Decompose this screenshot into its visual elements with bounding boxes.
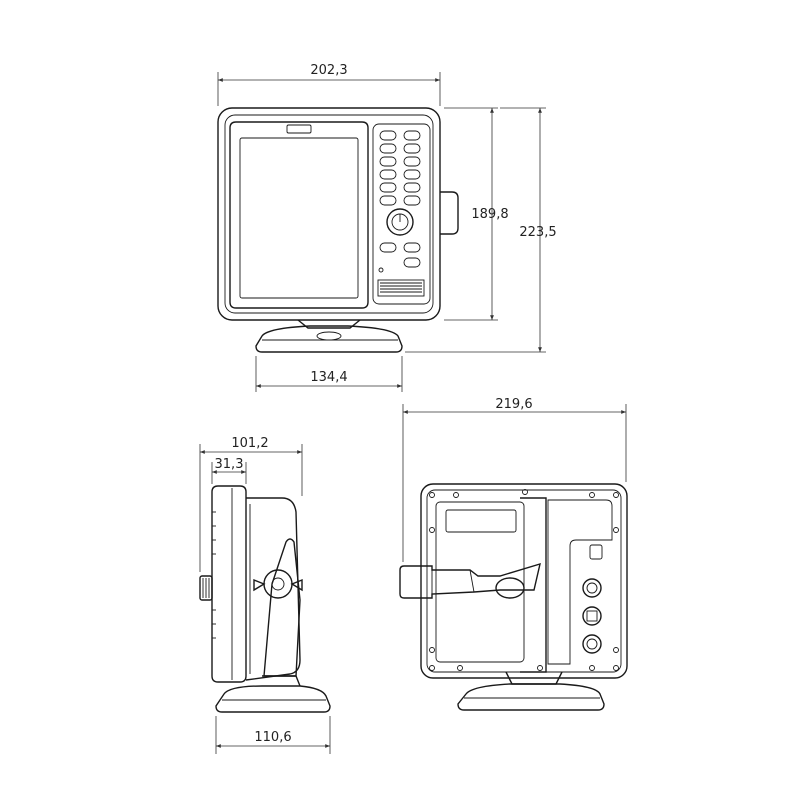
side-view xyxy=(199,485,331,713)
dim-label-depth-bezel: 31,3 xyxy=(215,457,244,472)
dim-depth-total: 101,2 xyxy=(199,436,303,572)
dim-screen-height: 189,8 xyxy=(444,107,509,321)
dim-label-width-front: 202,3 xyxy=(310,63,347,78)
rear-view xyxy=(399,483,628,711)
screw-holes xyxy=(429,489,619,671)
keypad-buttons xyxy=(378,130,421,273)
front-view xyxy=(217,107,459,353)
dim-base-depth: 110,6 xyxy=(215,716,331,754)
dim-label-base-depth: 110,6 xyxy=(254,730,291,745)
dim-label-width-rear: 219,6 xyxy=(495,397,532,412)
dim-total-height: 223,5 xyxy=(405,107,557,353)
dim-label-depth-total: 101,2 xyxy=(231,436,268,451)
dim-base-width: 134,4 xyxy=(255,356,403,392)
connectors xyxy=(582,578,602,654)
speaker-grille xyxy=(377,279,425,297)
dim-front-width: 202,3 xyxy=(217,63,441,106)
dim-label-height-screen: 189,8 xyxy=(471,207,508,222)
dim-depth-bezel: 31,3 xyxy=(211,457,247,484)
dim-label-height-total: 223,5 xyxy=(519,225,556,240)
dim-label-base-width: 134,4 xyxy=(310,370,347,385)
dim-rear-width: 219,6 xyxy=(402,397,627,562)
